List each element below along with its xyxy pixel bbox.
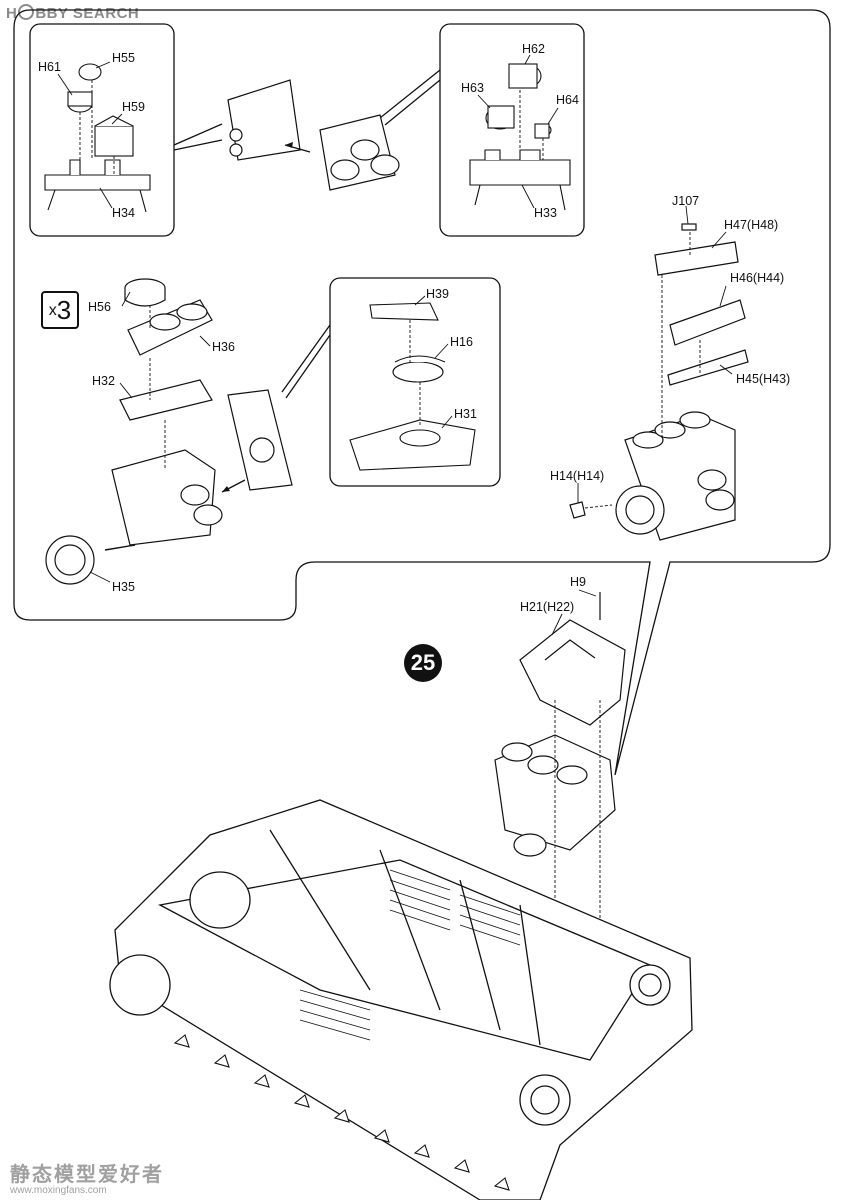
part-label-h16: H16 <box>450 335 473 349</box>
sketch-h31 <box>349 302 476 471</box>
detail-box-h33 <box>439 23 585 237</box>
part-label-h32: H32 <box>92 374 115 388</box>
part-label-h35: H35 <box>112 580 135 594</box>
part-label-h55: H55 <box>112 51 135 65</box>
watermark-cn-text: 静态模型爱好者 <box>10 1164 164 1186</box>
part-label-h63: H63 <box>461 81 484 95</box>
part-label-h47-h48: H47(H48) <box>724 218 779 232</box>
part-label-j107: J107 <box>672 194 700 208</box>
part-label-h9: H9 <box>570 575 586 589</box>
part-label-h61: H61 <box>38 60 61 74</box>
part-label-h62: H62 <box>522 42 545 56</box>
part-label-h45-h43: H45(H43) <box>736 372 791 386</box>
part-label-h64: H64 <box>556 93 579 107</box>
sketch-h33 <box>469 63 571 211</box>
sketch-step25-engine <box>494 592 626 857</box>
part-label-h14: H14(H14) <box>550 469 605 483</box>
part-label-h34: H34 <box>112 206 135 220</box>
sketch-h56-h36-stack <box>45 278 293 585</box>
part-label-h59: H59 <box>122 100 145 114</box>
part-label-h31: H31 <box>454 407 477 421</box>
watermark-moxingfans: 静态模型爱好者 www.moxingfans.com <box>10 1158 190 1196</box>
part-label-h46-h44: H46(H44) <box>730 271 785 285</box>
sketch-right-engine <box>569 223 749 541</box>
sketch-track-teeth <box>173 1034 510 1191</box>
multiplier-badge: x3 <box>41 291 79 329</box>
step-number-badge: 25 <box>404 644 442 682</box>
part-label-h36: H36 <box>212 340 235 354</box>
sketch-hull <box>109 799 693 1200</box>
detail-box-h34 <box>29 23 175 237</box>
detail-box-h31 <box>329 277 501 487</box>
sketch-h34 <box>44 63 151 213</box>
part-label-h21-h22: H21(H22) <box>520 600 575 614</box>
sketch-top-engine <box>227 79 400 191</box>
part-label-h39: H39 <box>426 287 449 301</box>
sketch-ammo-racks <box>299 869 521 1041</box>
part-label-h33: H33 <box>534 206 557 220</box>
part-label-h56: H56 <box>88 300 111 314</box>
watermark-url-text: www.moxingfans.com <box>10 1185 107 1196</box>
main-callout-frame <box>13 9 831 776</box>
